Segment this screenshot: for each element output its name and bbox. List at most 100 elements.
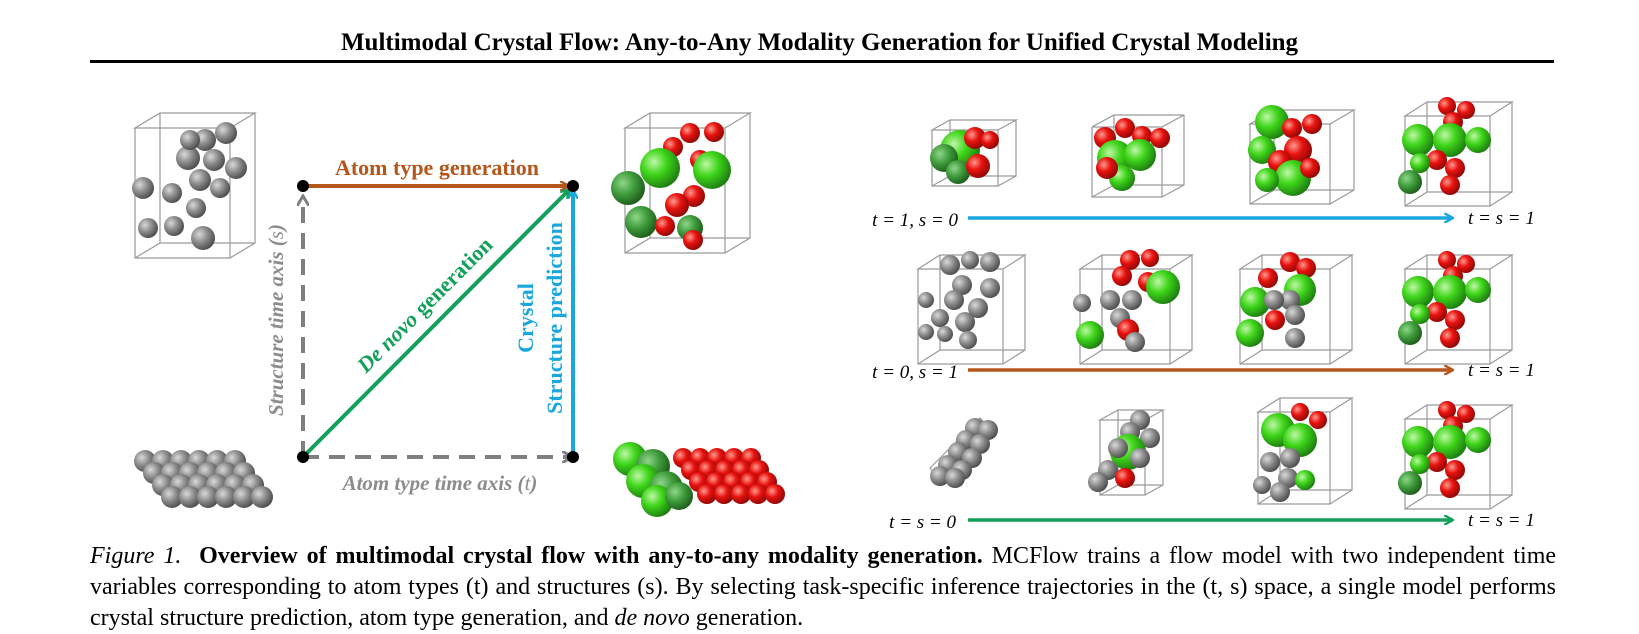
unit-cell-box <box>929 119 1019 187</box>
atom-sphere <box>1280 252 1300 272</box>
atom-sphere <box>765 484 785 504</box>
atom-sphere <box>611 171 645 205</box>
atom-sphere <box>1270 482 1290 502</box>
atom-sphere <box>179 486 201 508</box>
atom-sphere <box>1398 321 1422 345</box>
atom-sphere <box>1076 321 1104 349</box>
unit-cell-box <box>1402 404 1515 510</box>
atom-sphere <box>1088 472 1108 492</box>
atom-sphere <box>138 218 158 238</box>
unit-cell-box <box>622 112 753 254</box>
atom-type-generation-label: Atom type generation <box>335 155 539 180</box>
atom-sphere <box>1427 452 1447 472</box>
atom-sphere <box>731 484 751 504</box>
atom-sphere <box>1398 471 1422 495</box>
atom-sphere <box>955 312 975 332</box>
atom-sphere <box>625 206 657 238</box>
de-novo-generation-label: De novo generation <box>351 232 497 378</box>
atom-sphere <box>1265 310 1285 330</box>
atom-sphere <box>1248 136 1276 164</box>
atom-sphere <box>197 486 219 508</box>
caption-body-end: generation. <box>689 605 804 631</box>
atom-sphere <box>680 123 700 143</box>
atom-sphere <box>1122 290 1142 310</box>
atom-sphere <box>1282 118 1302 138</box>
unit-cell-box <box>1077 254 1195 365</box>
atom-sphere <box>683 185 705 207</box>
atom-sphere <box>1096 157 1118 179</box>
structure-time-axis-label: Structure time axis (s) <box>264 224 288 416</box>
atom-sphere <box>194 129 216 151</box>
atom-sphere <box>233 486 255 508</box>
atom-sphere <box>180 130 200 150</box>
atom-sphere <box>1398 170 1422 194</box>
atom-sphere <box>946 160 970 184</box>
header-rule <box>90 60 1554 63</box>
atom-sphere <box>1255 168 1279 192</box>
caption-italic: de novo <box>614 605 690 631</box>
atom-sphere <box>964 127 986 149</box>
atom-type-time-axis-label: Atom type time axis (t) <box>341 471 538 495</box>
atom-sphere <box>1402 426 1434 458</box>
unit-cell-box <box>1402 254 1515 365</box>
atom-sphere <box>1141 249 1159 267</box>
atom-sphere <box>1124 139 1156 171</box>
atom-sphere <box>203 149 225 171</box>
atom-sphere <box>1240 287 1270 317</box>
atom-sphere <box>1457 405 1475 423</box>
atom-sphere <box>1438 251 1456 269</box>
atom-sphere <box>1150 128 1170 148</box>
atom-sphere <box>1073 294 1091 312</box>
atom-sphere <box>1300 158 1320 178</box>
figure-label: Figure 1. <box>90 543 182 569</box>
atom-sphere <box>918 324 934 340</box>
atom-sphere <box>944 290 964 310</box>
row-1-start-label: t = 1, s = 0 <box>872 210 958 231</box>
atom-sphere <box>981 131 999 149</box>
unit-cell-box <box>132 112 258 259</box>
atom-sphere <box>1291 403 1309 421</box>
atom-sphere <box>1130 448 1150 468</box>
paper-header-title: Multimodal Crystal Flow: Any-to-Any Moda… <box>340 29 1299 56</box>
unit-cell-box <box>1091 114 1185 198</box>
atom-sphere <box>1146 270 1180 304</box>
corner-point <box>567 180 579 192</box>
right-trajectory-panel: t = 1, s = 0 t = s = 1 t = 0, s = 1 t = … <box>872 97 1535 533</box>
atom-sphere <box>1236 319 1264 347</box>
atom-sphere <box>966 154 990 178</box>
atom-sphere <box>980 278 1000 298</box>
atom-sphere <box>930 466 950 486</box>
row-2-start-label: t = 0, s = 1 <box>872 362 958 383</box>
atom-sphere <box>1445 310 1465 330</box>
left-crystal-renderings <box>132 112 785 517</box>
atom-sphere <box>1280 448 1300 468</box>
row-3-end-label: t = s = 1 <box>1468 510 1535 531</box>
atom-sphere <box>665 482 693 510</box>
atom-sphere <box>1433 425 1467 459</box>
atom-sphere <box>191 226 215 250</box>
left-diagram: Atom type generation De novo generation … <box>132 112 785 517</box>
structure-prediction-label: Structure prediction <box>542 222 567 414</box>
unit-cell-box <box>1237 254 1355 365</box>
atom-sphere <box>1410 304 1430 324</box>
figure-caption: Figure 1. Overview of multimodal crystal… <box>90 541 1556 634</box>
atom-sphere <box>225 157 247 179</box>
atom-sphere <box>1100 290 1120 310</box>
atom-sphere <box>1438 401 1456 419</box>
atom-sphere <box>945 468 965 488</box>
corner-point <box>297 451 309 463</box>
atom-sphere <box>1264 290 1284 310</box>
atom-sphere <box>1253 476 1271 494</box>
atom-sphere <box>1433 275 1467 309</box>
atom-sphere <box>940 255 960 275</box>
atom-sphere <box>215 486 237 508</box>
atom-sphere <box>1440 175 1460 195</box>
atom-sphere <box>683 230 703 250</box>
atom-sphere <box>959 331 977 349</box>
atom-sphere <box>1465 277 1491 303</box>
atom-sphere <box>1125 332 1145 352</box>
caption-title: Overview of multimodal crystal flow with… <box>199 543 983 569</box>
unit-cell-box <box>1097 409 1166 496</box>
atom-sphere <box>714 484 734 504</box>
atom-sphere <box>655 216 675 236</box>
